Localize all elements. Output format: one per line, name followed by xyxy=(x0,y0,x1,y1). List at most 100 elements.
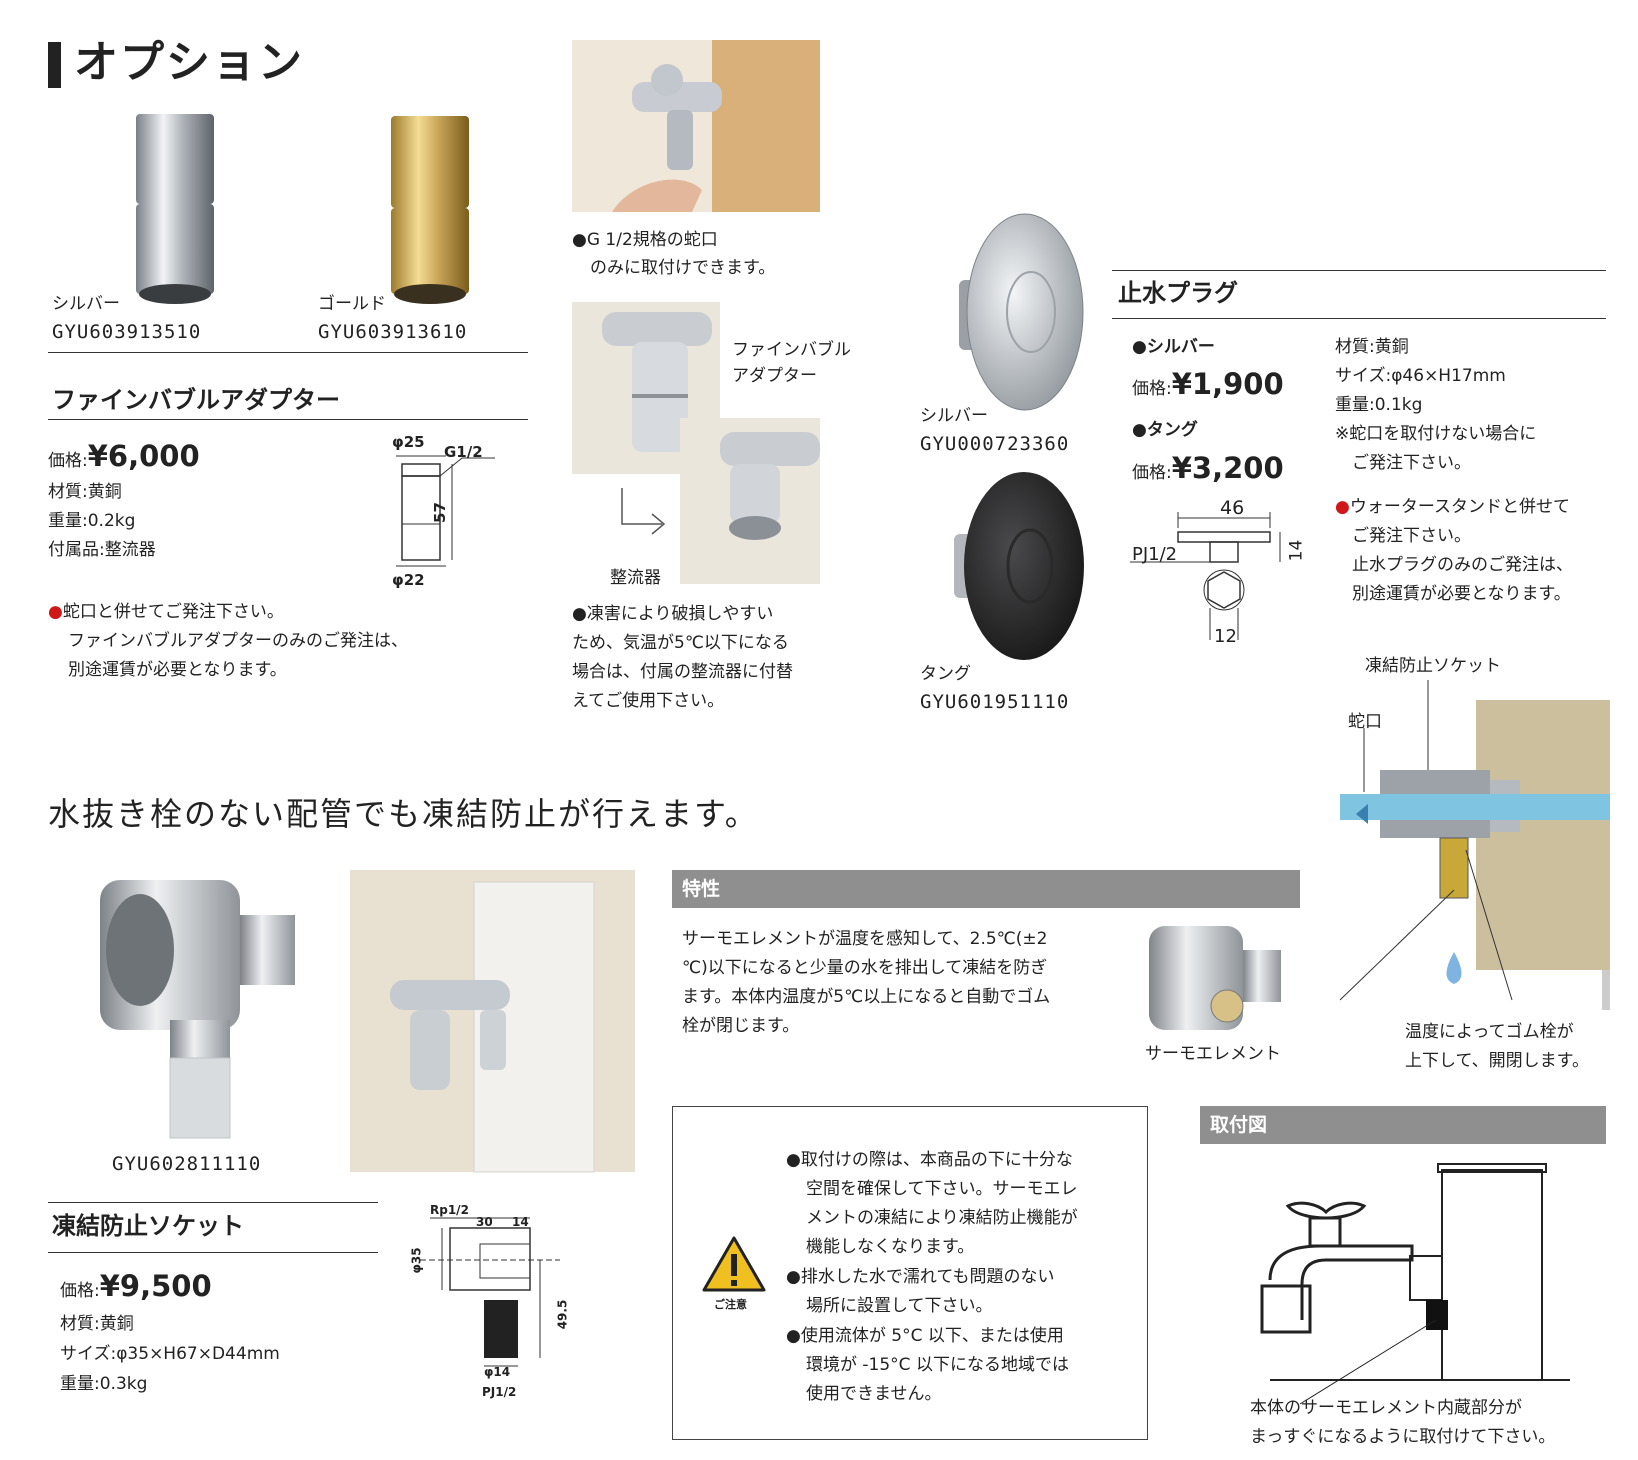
socket-dim-d2: φ14 xyxy=(484,1365,511,1379)
plug-rule-bottom xyxy=(1112,318,1606,319)
caution-line-3: メントの凍結により凍結防止機能が xyxy=(806,1208,1078,1228)
caution-line-9: 使用できません。 xyxy=(806,1384,942,1404)
price-label: 価格: xyxy=(48,451,88,471)
socket-rule-bottom xyxy=(48,1252,378,1253)
price-label: 価格: xyxy=(1132,463,1172,483)
adapter-rule-top xyxy=(48,352,528,353)
caution-box xyxy=(672,1106,1148,1440)
bullet-icon: ● xyxy=(786,1267,801,1287)
caution-line-1: ●取付けの際は、本商品の下に十分な xyxy=(786,1146,1073,1175)
valve-callout-1: 温度によってゴム栓が xyxy=(1405,1022,1574,1042)
plug-name: 止水プラグ xyxy=(1118,279,1238,307)
socket-dim-a: 30 xyxy=(476,1215,493,1229)
plug-tan-image xyxy=(954,472,1084,660)
note-text: 蛇口と併せてご発注下さい。 xyxy=(62,602,284,622)
adapter-silver-label: シルバー xyxy=(52,294,120,314)
adapter-dim-d1: φ25 xyxy=(392,433,425,451)
adapter-note-1: ●蛇口と併せてご発注下さい。 xyxy=(48,598,284,627)
caution-line-8: 環境が -15°C 以下になる地域では xyxy=(806,1355,1069,1375)
socket-price: 価格:¥9,500 xyxy=(60,1272,212,1306)
caution-line-2: 空間を確保して下さい。サーモエレ xyxy=(806,1179,1078,1199)
arrow-icon xyxy=(621,488,666,535)
adapter-caution-1: ●凍害により破損しやすい xyxy=(572,600,773,629)
bullet-icon: ● xyxy=(1335,497,1350,517)
plug-price-tan: 価格:¥3,200 xyxy=(1132,454,1284,488)
plug-tan-label: タング xyxy=(920,664,971,684)
feature-line-1: サーモエレメントが温度を感知して、2.5℃(±2 xyxy=(682,929,1048,949)
caution-label: ご注意 xyxy=(714,1298,747,1311)
caution-line-5: ●排水した水で濡れても問題のない xyxy=(786,1263,1054,1292)
socket-dim-b: 14 xyxy=(512,1215,529,1229)
plug-size: サイズ:φ46×H17mm xyxy=(1335,366,1506,386)
adapter-silver-image xyxy=(136,114,214,304)
faucet-callout-label: 蛇口 xyxy=(1348,712,1382,732)
socket-dim-pj: PJ1/2 xyxy=(482,1385,517,1399)
caution-line-6: 場所に設置して下さい。 xyxy=(806,1296,993,1316)
bullet-icon: ● xyxy=(48,602,63,622)
bullet-icon: ● xyxy=(572,604,587,624)
plug-note1-1: ※蛇口を取付けない場合に xyxy=(1335,424,1537,444)
socket-code: GYU602811110 xyxy=(112,1153,262,1175)
adapter-dim-thread: G1/2 xyxy=(444,443,483,461)
price-label: 価格: xyxy=(60,1281,100,1301)
plug-note1-2: ご発注下さい。 xyxy=(1352,453,1471,473)
adapter-photo-caption-1: ●G 1/2規格の蛇口 xyxy=(572,226,718,255)
adapter-photo-caption-2: のみに取付けできます。 xyxy=(590,258,776,278)
install-header: 取付図 xyxy=(1200,1106,1606,1144)
thermo-element-image xyxy=(1149,926,1281,1030)
install-diagram xyxy=(1260,1163,1570,1405)
plug-note2-2: ご発注下さい。 xyxy=(1352,526,1471,546)
caution-text: 取付けの際は、本商品の下に十分な xyxy=(800,1150,1073,1170)
install-caption-1: 本体のサーモエレメント内蔵部分が xyxy=(1250,1398,1522,1418)
socket-image xyxy=(100,880,295,1139)
plug-silver-code: GYU000723360 xyxy=(920,433,1070,455)
price-value: ¥3,200 xyxy=(1171,451,1284,485)
cross-section-diagram xyxy=(1339,680,1610,1010)
plug-tan-head: ●タング xyxy=(1132,420,1198,440)
socket-installed-photo xyxy=(350,870,635,1173)
plug-dim-hex: 12 xyxy=(1214,626,1237,647)
adapter-gold-label: ゴールド xyxy=(318,294,386,314)
price-value: ¥9,500 xyxy=(99,1269,212,1303)
plug-weight: 重量:0.1kg xyxy=(1335,395,1423,415)
adapter-accessory: 付属品:整流器 xyxy=(48,540,156,560)
adapter-price: 価格:¥6,000 xyxy=(48,442,200,476)
valve-callout-2: 上下して、開閉します。 xyxy=(1405,1051,1589,1071)
bullet-icon: ● xyxy=(572,230,587,250)
bullet-icon: ● xyxy=(786,1326,801,1346)
note-text: ウォータースタンドと併せて xyxy=(1349,497,1570,517)
adapter-dim-d2: φ22 xyxy=(392,571,425,589)
plug-rule-top xyxy=(1112,270,1606,271)
socket-callout-label: 凍結防止ソケット xyxy=(1365,656,1501,676)
thermo-label: サーモエレメント xyxy=(1145,1044,1281,1064)
warning-icon xyxy=(702,1236,766,1292)
section-headline: 水抜き栓のない配管でも凍結防止が行えます。 xyxy=(48,795,759,833)
caution-line-7: ●使用流体が 5°C 以下、または使用 xyxy=(786,1322,1064,1351)
adapter-name: ファインバブルアダプター xyxy=(52,386,340,414)
caution-line-4: 機能しなくなります。 xyxy=(806,1237,975,1257)
socket-name: 凍結防止ソケット xyxy=(52,1212,244,1240)
socket-dim-rp: Rp1/2 xyxy=(430,1203,469,1217)
feature-line-2: ℃)以下になると少量の水を排出して凍結を防ぎ xyxy=(682,958,1048,978)
plug-dimension-drawing xyxy=(1130,512,1281,640)
socket-dimension-drawing xyxy=(420,1217,560,1367)
plug-note2-1: ●ウォータースタンドと併せて xyxy=(1335,493,1570,522)
plug-dim-w: 46 xyxy=(1220,497,1245,519)
adapter-gold-code: GYU603913610 xyxy=(318,321,468,343)
adapter-photo-label-2: アダプター xyxy=(732,366,817,386)
caution-text: 排水した水で濡れても問題のない xyxy=(800,1267,1055,1287)
price-label: 価格: xyxy=(1132,379,1172,399)
adapter-photo-label-1: ファインバブル xyxy=(732,340,851,360)
adapter-gold-image xyxy=(391,116,469,304)
price-value: ¥1,900 xyxy=(1171,367,1284,401)
feature-line-4: 栓が閉じます。 xyxy=(682,1016,800,1036)
adapter-note-2: ファインバブルアダプターのみのご発注は、 xyxy=(68,631,408,651)
adapter-caution-2: ため、気温が5℃以下になる xyxy=(572,633,789,653)
plug-tan-code: GYU601951110 xyxy=(920,691,1070,713)
adapter-note-3: 別途運賃が必要となります。 xyxy=(68,660,287,680)
plug-price-silver: 価格:¥1,900 xyxy=(1132,370,1284,404)
feature-header: 特性 xyxy=(672,870,1300,908)
plug-note2-3: 止水プラグのみのご発注は、 xyxy=(1352,555,1573,575)
plug-note2-4: 別途運賃が必要となります。 xyxy=(1352,584,1571,604)
faucet-photo-hand xyxy=(572,40,820,212)
